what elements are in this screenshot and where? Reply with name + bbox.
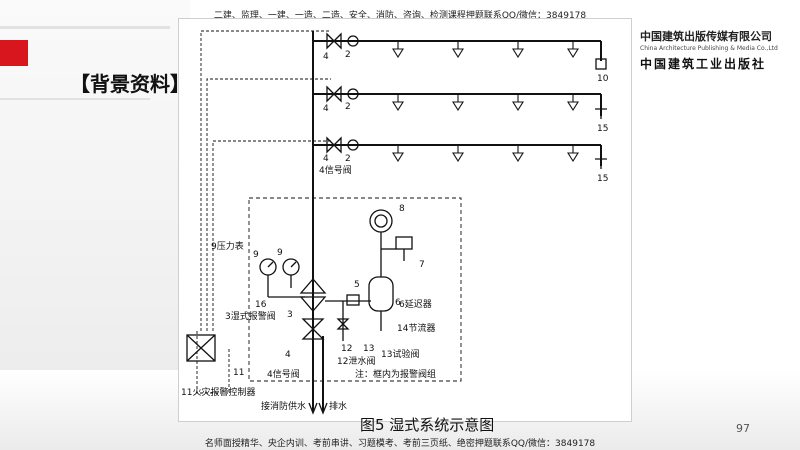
drain-arrow [318,402,328,415]
end-test-device [595,58,607,70]
label: 4 [323,154,329,164]
label: 8 [399,204,405,214]
label-pressure-gauge: 9压力表 [211,240,244,252]
pressure-switch [381,236,413,261]
fire-alarm-controller-box [186,334,216,362]
label: 13 [363,344,374,354]
test-valve [336,318,350,330]
label: 16 [255,300,267,310]
sprinkler-heads [392,41,579,163]
alarm-valve-group-box [248,197,462,382]
label: 9 [277,248,283,258]
label-supply: 接消防供水 [261,400,306,412]
label-drain-valve: 12泄水阀 [337,355,375,367]
label: 5 [354,280,360,290]
bottom-signal-valve [301,318,325,340]
label: 2 [345,50,351,60]
label: 6 [395,298,401,308]
publisher-press-name: 中国建筑工业出版社 [640,57,767,71]
page-number: 97 [736,422,750,435]
bottom-notice: 名师面授精华、央企内训、考前串讲、习题模考、考前三页纸、绝密押题联系QQ/微信：… [204,439,596,449]
decorative-stripe [0,98,150,100]
pressure-gauges [259,258,305,298]
diagram-frame: 2 2 2 4 4 4 4信号阀 10 15 15 9压力表 9 9 16 3湿… [178,18,632,422]
label: 3 [287,310,293,320]
label: 15 [597,124,608,134]
label-delay-device: 6延迟器 [399,298,432,310]
label: 10 [597,74,609,84]
diagram-caption: 图5 湿式系统示意图 [360,416,495,434]
publisher-logo: 中国建筑出版传媒有限公司 China Architecture Publishi… [640,28,790,72]
label: 4 [323,52,329,62]
supply-arrow [308,402,318,415]
label-wet-alarm-valve: 3湿式报警阀 [225,310,276,322]
decorative-stripe [0,26,170,29]
wet-system-diagram: 2 2 2 4 4 4 4信号阀 10 15 15 9压力表 9 9 16 3湿… [181,30,609,415]
label: 2 [345,102,351,112]
label: 2 [345,154,351,164]
signal-lines [196,30,331,394]
section-title: 【背景资料】 [70,72,190,96]
end-valve [595,158,607,169]
delay-device [325,241,394,331]
label: 11 [233,368,244,378]
branch-valves [326,32,359,154]
water-motor-alarm-bell [369,209,393,241]
label-drain: 排水 [329,400,347,412]
branch-lines [313,40,602,166]
label: 15 [597,174,608,184]
wet-alarm-valve [299,278,327,312]
label-restrictor: 14节流器 [397,322,435,334]
label-signal-valve-bottom: 4信号阀 [267,368,300,380]
red-accent-bar [0,40,28,66]
publisher-name-cn: 中国建筑出版传媒有限公司 [640,30,772,43]
label-note: 注：框内为报警阀组 [355,368,436,380]
label: 12 [341,344,352,354]
end-valve [595,108,607,119]
label: 9 [253,250,259,260]
label: 4 [285,350,291,360]
label: 7 [419,260,425,270]
label-fire-alarm-controller: 11火灾报警控制器 [181,386,255,398]
top-notice: 二建、监理、一建、一造、二造、安全、消防、咨询、检测课程押题联系QQ/微信：38… [213,11,587,21]
label: 4 [323,104,329,114]
label-test-valve: 13试验阀 [381,348,419,360]
publisher-name-en: China Architecture Publishing & Media Co… [640,45,778,52]
label-signal-valve-top: 4信号阀 [319,164,352,176]
